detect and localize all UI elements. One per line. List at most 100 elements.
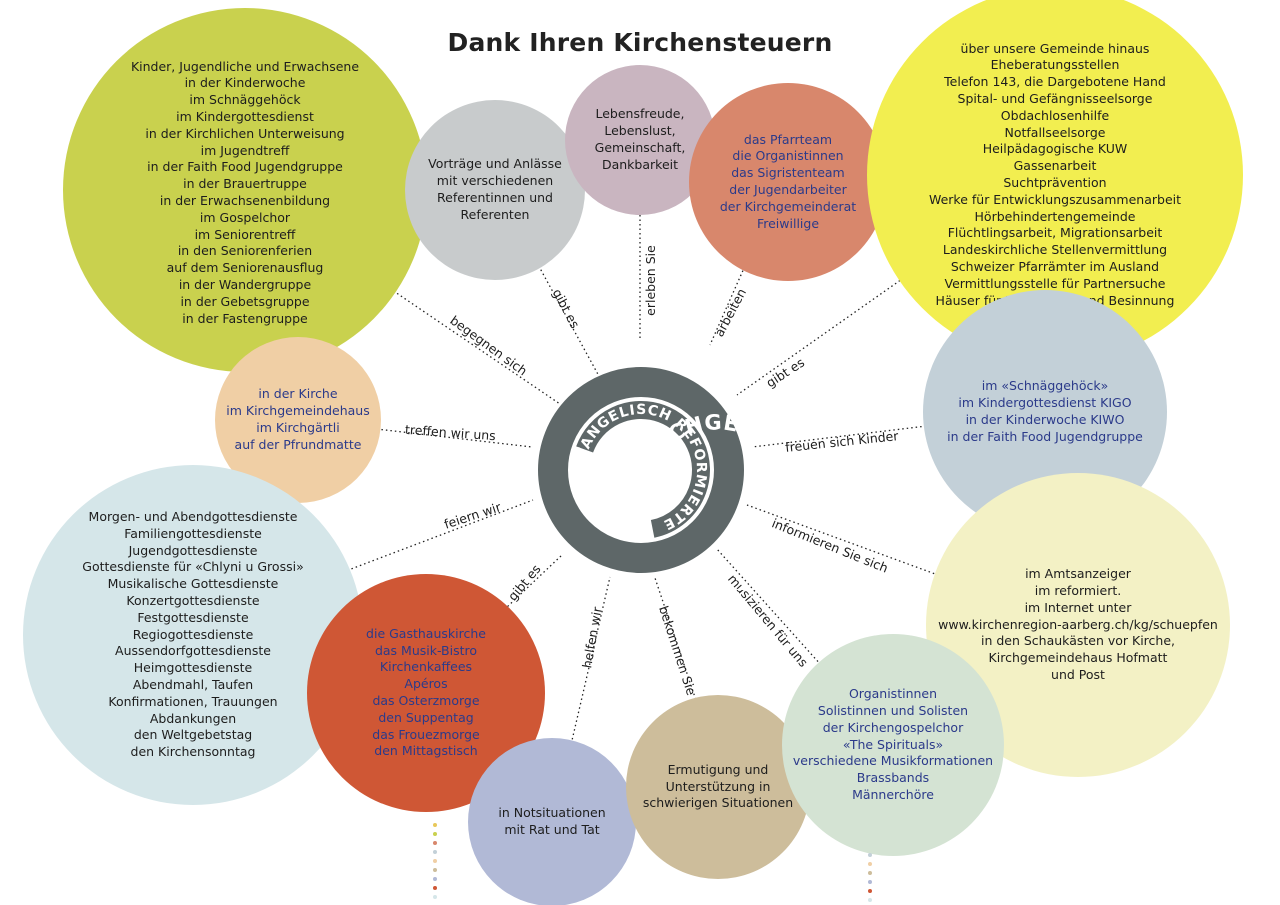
decor-dot <box>868 889 872 893</box>
circle-line: Brassbands <box>856 770 930 786</box>
circle-line: in der Kirche <box>258 386 338 402</box>
circle-line: über unsere Gemeinde hinaus <box>960 40 1150 56</box>
circle-line: Apéros <box>404 676 448 692</box>
circle-line: im «Schnäggehöck» <box>981 378 1109 394</box>
connector-label-lebensfreude: erleben Sie <box>642 244 658 316</box>
circle-line: im Amtsanzeiger <box>1025 566 1131 582</box>
circle-line: die Organistinnen <box>732 148 844 164</box>
connector-informieren <box>746 504 969 587</box>
circle-line: verschiedene Musikformationen <box>792 753 994 769</box>
circle-line: Eheberatungsstellen <box>990 57 1120 73</box>
circle-line: das Osterzmorge <box>372 693 480 708</box>
circle-line: Konzertgottesdienste <box>126 593 260 608</box>
circle-line: Dankbarkeit <box>601 156 679 172</box>
connector-ermutigung <box>654 577 711 743</box>
circle-line: Telefon 143, die Dargebotene Hand <box>944 74 1166 90</box>
circle-line: in den Seniorenferien <box>177 243 313 259</box>
circle-line: mit verschiedenen <box>436 173 554 189</box>
circle-line: Kinder, Jugendliche und Erwachsene <box>130 58 360 74</box>
connector-treffen <box>367 427 533 448</box>
circle-line: Gassenarbeit <box>1013 158 1097 174</box>
circle-line: Kirchgemeindehaus Hofmatt <box>988 650 1168 666</box>
circle-lebensfreude: Lebensfreude,Lebenslust,Gemeinschaft,Dan… <box>565 65 715 215</box>
circle-line: auf dem Seniorenausflug <box>166 260 324 276</box>
circle-line: Gemeinschaft, <box>594 140 686 155</box>
circle-line: Referentinnen und <box>437 190 553 205</box>
circle-line: in der Faith Food Jugendgruppe <box>947 428 1143 444</box>
circle-line: Vermittlungsstelle für Partnersuche <box>944 275 1166 291</box>
circle-line: Familiengottesdienste <box>124 525 262 541</box>
decor-dot <box>868 880 872 884</box>
decor-dot <box>433 877 437 881</box>
connector-kinder <box>751 424 936 448</box>
decor-dot <box>433 886 437 890</box>
circle-text-lebensfreude: Lebensfreude,Lebenslust,Gemeinschaft,Dan… <box>595 106 686 173</box>
circle-line: Lebensfreude, <box>595 106 685 122</box>
circle-line: Organistinnen <box>848 686 938 702</box>
circle-line: im Kirchgärtli <box>256 420 340 435</box>
decor-dot <box>868 862 872 866</box>
decor-dot <box>433 850 437 854</box>
decor-dot <box>433 859 437 863</box>
circle-line: der Kirchengospelchor <box>822 719 964 735</box>
circle-line: in der Faith Food Jugendgruppe <box>147 159 343 175</box>
circle-line: Festgottesdienste <box>137 609 249 625</box>
connector-vortraege <box>529 249 601 379</box>
circle-line: in der Fastengruppe <box>182 310 308 326</box>
decor-dot <box>868 853 872 857</box>
circle-line: auf der Pfrundmatte <box>234 436 362 452</box>
circle-line: Konfirmationen, Trauungen <box>108 693 278 709</box>
circle-line: den Weltgebetstag <box>133 727 253 743</box>
circle-line: Vorträge und Anlässe <box>428 156 562 172</box>
circle-line: im Gospelchor <box>199 209 291 225</box>
circle-line: das Frouezmorge <box>372 726 480 742</box>
decor-dot <box>433 841 437 845</box>
circle-line: in der Kinderwoche <box>184 75 306 91</box>
decor-dot <box>433 823 437 827</box>
circle-line: im Seniorentreff <box>194 226 296 242</box>
circle-line: Kirchenkaffees <box>379 659 473 675</box>
circle-line: Jugendgottesdienste <box>128 542 258 558</box>
circle-line: in der Erwachsenenbildung <box>159 193 331 208</box>
circle-line: das Sigristenteam <box>731 165 845 181</box>
connector-gasthaus <box>487 554 563 626</box>
circle-line: das Pfarrteam <box>743 131 833 147</box>
dot-column-right <box>868 853 872 905</box>
circle-line: den Kirchensonntag <box>130 744 256 760</box>
decor-dot <box>433 895 437 899</box>
circle-line: Notfallseelsorge <box>1004 124 1106 140</box>
decor-dot <box>868 871 872 875</box>
circle-line: in der Kinderwoche KIWO <box>965 412 1125 427</box>
circle-line: Spital- und Gefängnisseelsorge <box>957 91 1153 107</box>
page-title: Dank Ihren Kirchensteuern <box>447 28 833 57</box>
circle-text-kinder: im «Schnäggehöck»im Kindergottesdienst K… <box>947 378 1143 445</box>
circle-line: Solistinnen und Solisten <box>817 703 969 718</box>
connector-musik <box>715 547 831 676</box>
circle-line: Abendmahl, Taufen <box>132 676 254 692</box>
circle-line: in der Gebetsgruppe <box>180 293 310 309</box>
connector-feiern <box>321 499 534 581</box>
circle-line: Heimgottesdienste <box>133 660 253 676</box>
circle-line: im Schnäggehöck <box>189 92 301 108</box>
circle-line: im Kirchgemeindehaus <box>226 403 370 419</box>
connector-pfarrteam <box>709 249 753 346</box>
circle-line: schwierigen Situationen <box>642 795 794 811</box>
circle-line: in der Kirchlichen Unterweisung <box>145 125 345 141</box>
circle-line: Referenten <box>460 206 530 222</box>
circle-line: Schweizer Pfarrämter im Ausland <box>950 258 1160 274</box>
circle-line: Regiogottesdienste <box>132 626 254 642</box>
circle-line: Heilpädagogische KUW <box>982 141 1128 157</box>
